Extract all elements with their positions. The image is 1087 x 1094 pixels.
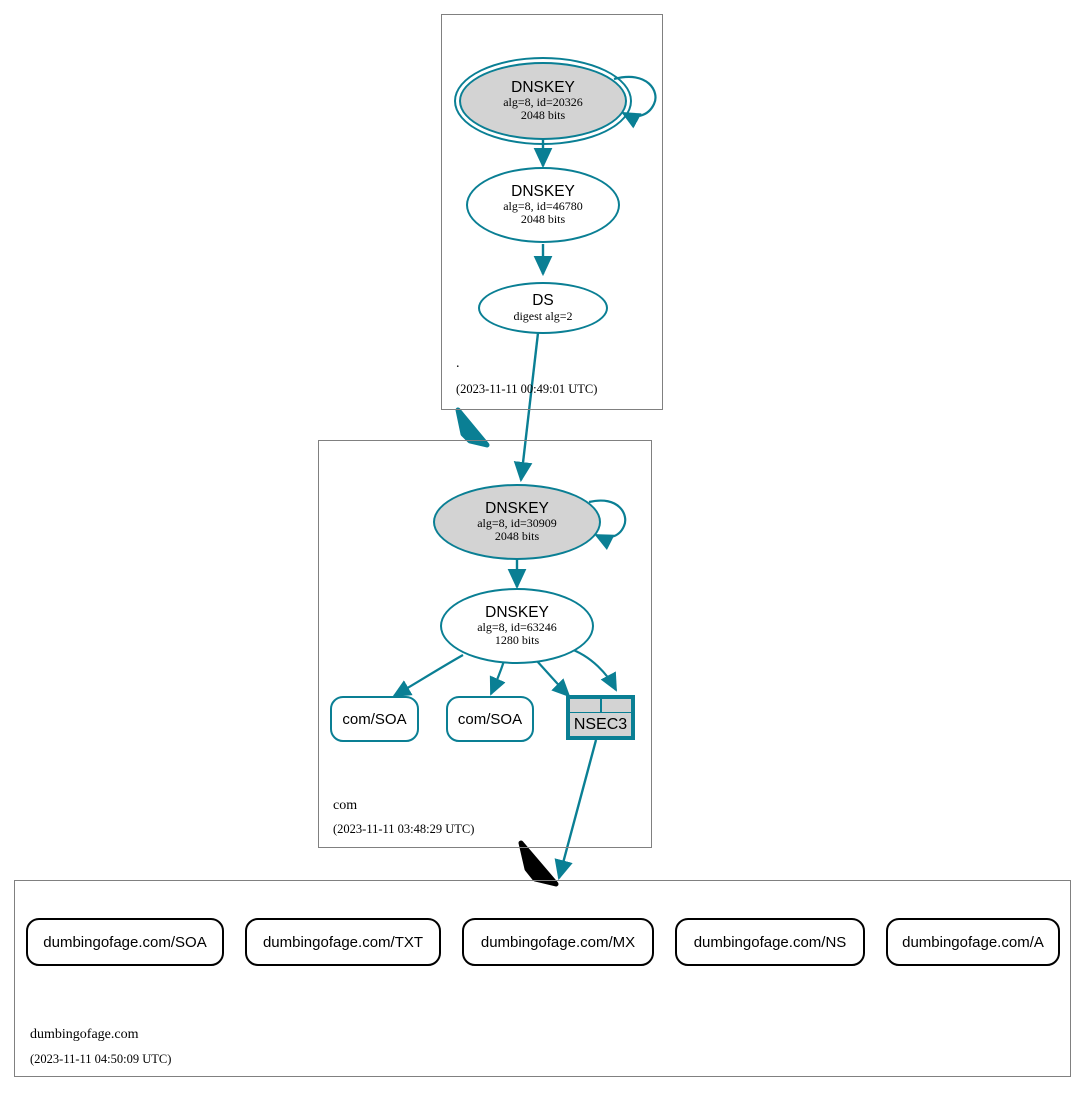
rrset-dumbingofage-mx[interactable]: dumbingofage.com/MX bbox=[462, 918, 654, 966]
node-com-ksk-size: 2048 bits bbox=[494, 529, 540, 544]
node-root-ksk[interactable]: DNSKEY alg=8, id=20326 2048 bits bbox=[459, 62, 627, 140]
nsec3-header-cell-right[interactable] bbox=[600, 698, 632, 713]
node-com-zsk-title: DNSKEY bbox=[485, 604, 549, 622]
nsec3-body-row: NSEC3 bbox=[569, 713, 632, 737]
node-root-zsk-detail: alg=8, id=46780 bbox=[503, 199, 583, 214]
node-root-zsk-size: 2048 bits bbox=[520, 212, 566, 227]
rrset-dumbingofage-ns-label: dumbingofage.com/NS bbox=[693, 933, 847, 951]
node-root-ksk-size: 2048 bits bbox=[520, 108, 566, 123]
node-root-ds[interactable]: DS digest alg=2 bbox=[478, 282, 608, 334]
rrset-com-soa-2[interactable]: com/SOA bbox=[446, 696, 534, 742]
zone-timestamp-dumbingofage: (2023-11-11 04:50:09 UTC) bbox=[30, 1052, 172, 1066]
node-root-ds-title: DS bbox=[532, 292, 554, 310]
node-root-ds-detail: digest alg=2 bbox=[513, 308, 573, 323]
nsec3-header-cell-left[interactable] bbox=[569, 698, 601, 713]
rrset-com-nsec3[interactable]: NSEC3 bbox=[566, 695, 635, 740]
rrset-dumbingofage-a[interactable]: dumbingofage.com/A bbox=[886, 918, 1060, 966]
edge-com-zsk-to-com-nsec3-left bbox=[535, 659, 571, 698]
rrset-dumbingofage-soa-label: dumbingofage.com/SOA bbox=[43, 933, 207, 951]
node-root-ksk-title: DNSKEY bbox=[511, 79, 575, 97]
edge-com-zsk-to-com-soa-1 bbox=[392, 654, 464, 697]
node-root-zsk-title: DNSKEY bbox=[511, 183, 575, 201]
zone-label-dumbingofage: dumbingofage.com bbox=[30, 1027, 139, 1042]
zone-box-com bbox=[318, 440, 652, 848]
edge-com-zsk-to-com-soa-2 bbox=[489, 660, 506, 696]
node-com-zsk-size: 1280 bits bbox=[494, 633, 540, 648]
zone-timestamp-root: (2023-11-11 00:49:01 UTC) bbox=[456, 382, 598, 396]
rrset-dumbingofage-mx-label: dumbingofage.com/MX bbox=[480, 933, 636, 951]
edge-nsec3-to-dumbingofage-zone bbox=[554, 739, 598, 881]
zone-label-root: . bbox=[456, 356, 460, 371]
rrset-com-soa-1-label: com/SOA bbox=[342, 710, 407, 728]
rrset-dumbingofage-ns[interactable]: dumbingofage.com/NS bbox=[675, 918, 865, 966]
node-com-ksk[interactable]: DNSKEY alg=8, id=30909 2048 bits bbox=[433, 484, 601, 560]
node-com-zsk[interactable]: DNSKEY alg=8, id=63246 1280 bits bbox=[440, 588, 594, 664]
rrset-com-nsec3-label: NSEC3 bbox=[573, 715, 628, 733]
node-root-ksk-detail: alg=8, id=20326 bbox=[503, 95, 583, 110]
node-root-zsk[interactable]: DNSKEY alg=8, id=46780 2048 bits bbox=[466, 167, 620, 243]
zone-label-com: com bbox=[333, 798, 358, 813]
nsec3-header-row bbox=[569, 698, 632, 713]
rrset-com-soa-2-label: com/SOA bbox=[457, 710, 523, 728]
edge-ds-to-com-ksk bbox=[513, 332, 540, 483]
node-com-ksk-title: DNSKEY bbox=[485, 500, 549, 518]
edge-com-ksk-self-signature bbox=[588, 499, 627, 551]
zone-box-root bbox=[441, 14, 663, 410]
zone-timestamp-com: (2023-11-11 03:48:29 UTC) bbox=[333, 822, 475, 836]
rrset-dumbingofage-txt[interactable]: dumbingofage.com/TXT bbox=[245, 918, 441, 966]
rrset-com-soa-1[interactable]: com/SOA bbox=[330, 696, 419, 742]
rrset-dumbingofage-a-label: dumbingofage.com/A bbox=[902, 933, 1044, 951]
rrset-dumbingofage-soa[interactable]: dumbingofage.com/SOA bbox=[26, 918, 224, 966]
edge-root-ksk-self-signature bbox=[613, 75, 657, 129]
node-com-zsk-detail: alg=8, id=63246 bbox=[477, 620, 557, 635]
zone-box-dumbingofage bbox=[14, 880, 1071, 1077]
edge-secure-delegation-root-to-com bbox=[455, 407, 490, 448]
node-com-ksk-detail: alg=8, id=30909 bbox=[477, 516, 557, 531]
rrset-dumbingofage-txt-label: dumbingofage.com/TXT bbox=[262, 933, 424, 951]
edge-insecure-delegation-com-to-dumbingofage bbox=[518, 840, 559, 887]
